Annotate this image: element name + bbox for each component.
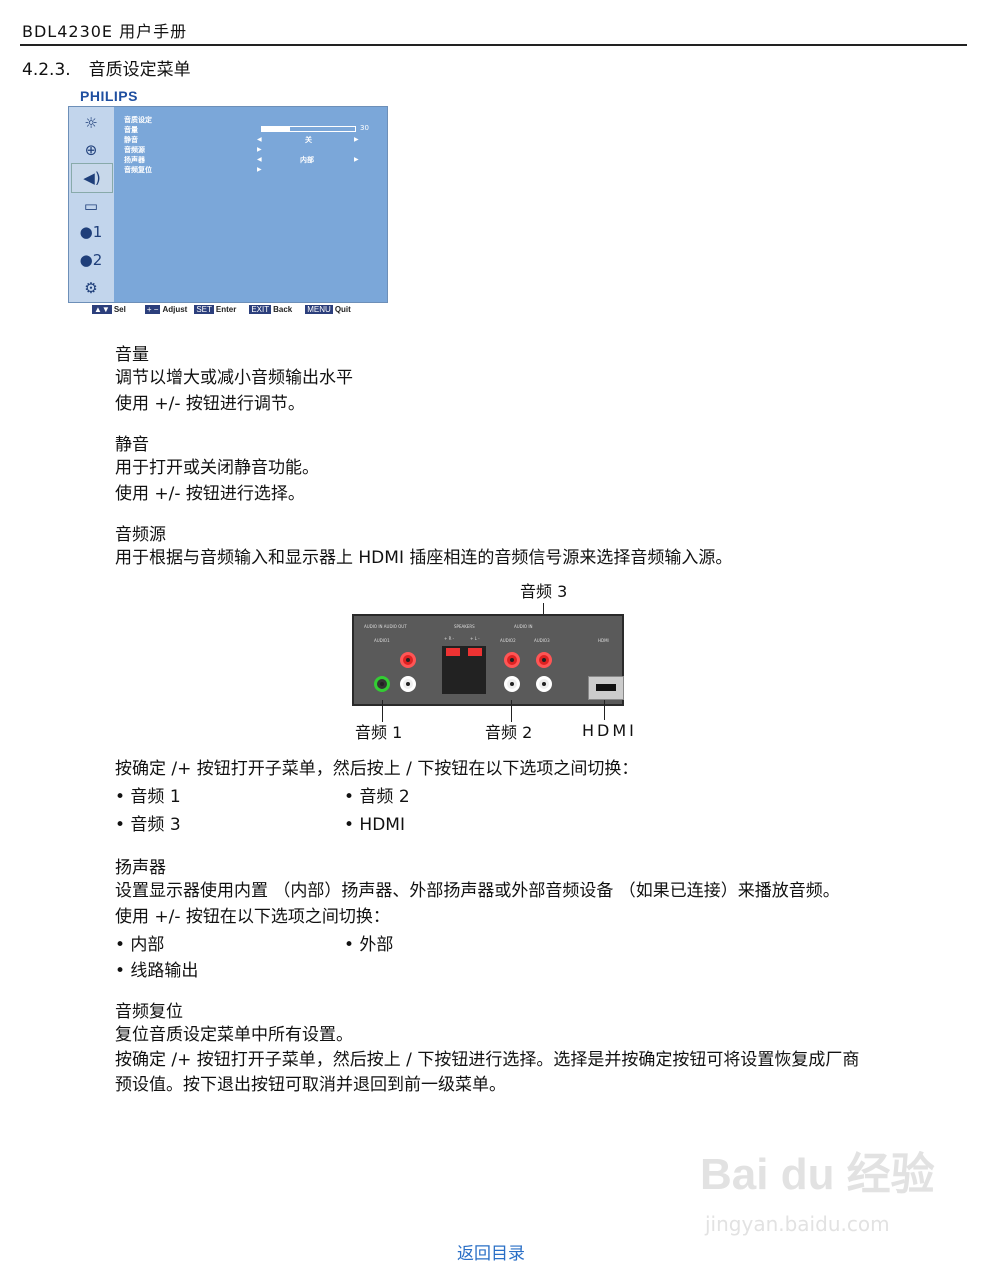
audio1-jack: [374, 676, 390, 692]
callout-line: [382, 700, 383, 722]
audio-out-r-jack: [400, 652, 416, 668]
option-line-out: • 线路输出: [115, 961, 199, 981]
option-external: • 外部: [344, 935, 394, 955]
audio-out-l-jack: [400, 676, 416, 692]
mute-text: 使用 +/- 按钮进行选择。: [115, 484, 305, 504]
baidu-watermark: Bai du 经验: [700, 1150, 935, 1199]
audio2-l-jack: [504, 676, 520, 692]
volume-text: 使用 +/- 按钮进行调节。: [115, 394, 305, 414]
volume-value: 30: [360, 124, 369, 132]
section-name: 音质设定菜单: [88, 60, 191, 80]
osd-item-mute: 静音: [124, 136, 138, 144]
callout-hdmi: HDMI: [582, 721, 637, 740]
osd-item-speaker: 扬声器: [124, 156, 145, 164]
speaker-value: 内部: [300, 156, 314, 164]
osd-sidebar: ☼ ⊕ ◀) ▭ ●1 ●2 ⚙: [69, 107, 114, 302]
osd-menu-screenshot: ☼ ⊕ ◀) ▭ ●1 ●2 ⚙ 音质设定 音量 静音 音频源 扬声器 音频复位…: [68, 106, 388, 303]
audio-reset-text: 复位音质设定菜单中所有设置。: [115, 1025, 353, 1045]
callout-line: [511, 700, 512, 722]
osd-item-audio-source: 音频源: [124, 146, 145, 154]
right-arrow-icon: ▶: [257, 166, 262, 173]
speaker-text: 设置显示器使用内置 （内部）扬声器、外部扬声器或外部音频设备 （如果已连接）来播…: [115, 881, 840, 901]
option-internal: • 内部: [115, 935, 165, 955]
audio3-l-jack: [536, 676, 552, 692]
audio-source-text: 按确定 /+ 按钮打开子菜单，然后按上 / 下按钮在以下选项之间切换：: [115, 759, 639, 779]
picture-icon: ☼: [84, 114, 98, 132]
option-audio1: • 音频 1: [115, 787, 181, 807]
speaker-heading: 扬声器: [115, 858, 166, 878]
legend-sel: ▲▼Sel: [92, 305, 126, 314]
speaker-terminals: [442, 646, 486, 694]
right-arrow-icon: ▶: [354, 136, 359, 143]
header-divider: [20, 44, 967, 46]
section-title: 4.2.3. 音质设定菜单: [22, 60, 209, 80]
speaker-text: 使用 +/- 按钮在以下选项之间切换：: [115, 907, 390, 927]
audio-source-text: 用于根据与音频输入和显示器上 HDMI 插座相连的音频信号源来选择音频输入源。: [115, 548, 733, 568]
legend-adjust: + −Adjust: [144, 305, 188, 314]
user-settings-2-icon: ●2: [79, 251, 103, 269]
settings-icon: ⚙: [84, 279, 98, 297]
audio2-r-jack: [504, 652, 520, 668]
pip-icon: ▭: [83, 197, 99, 215]
audio-reset-text: 预设值。按下退出按钮可取消并退回到前一级菜单。: [115, 1075, 506, 1095]
volume-heading: 音量: [115, 345, 149, 365]
volume-text: 调节以增大或减小音频输出水平: [115, 368, 353, 388]
screen-position-icon: ⊕: [84, 141, 98, 159]
baidu-watermark-url: jingyan.baidu.com: [705, 1212, 890, 1236]
volume-bar: [261, 126, 356, 132]
audio-reset-heading: 音频复位: [115, 1002, 183, 1022]
user-settings-1-icon: ●1: [79, 223, 103, 241]
option-audio3: • 音频 3: [115, 815, 181, 835]
mute-heading: 静音: [115, 435, 149, 455]
left-arrow-icon: ◀: [257, 136, 262, 143]
right-arrow-icon: ▶: [354, 156, 359, 163]
callout-line: [604, 700, 605, 720]
osd-item-volume: 音量: [124, 126, 138, 134]
mute-text: 用于打开或关闭静音功能。: [115, 458, 319, 478]
section-number: 4.2.3.: [22, 60, 71, 80]
callout-audio2: 音频 2: [485, 723, 533, 742]
back-to-toc-link[interactable]: 返回目录: [457, 1244, 525, 1264]
osd-item-audio-reset: 音频复位: [124, 166, 152, 174]
osd-menu-title: 音质设定: [124, 116, 152, 124]
audio3-r-jack: [536, 652, 552, 668]
philips-logo: PHILIPS: [80, 88, 138, 104]
audio-source-heading: 音频源: [115, 525, 166, 545]
mute-value: 关: [305, 136, 312, 144]
hdmi-port: [588, 676, 624, 700]
callout-audio1: 音频 1: [355, 723, 403, 742]
volume-bar-fill: [262, 127, 290, 131]
audio-reset-text: 按确定 /+ 按钮打开子菜单，然后按上 / 下按钮进行选择。选择是并按确定按钮可…: [115, 1050, 860, 1070]
connector-panel-image: AUDIO IN AUDIO OUT AUDIO1 SPEAKERS + R -…: [352, 614, 624, 706]
option-audio2: • 音频 2: [344, 787, 410, 807]
page-header: BDL4230E 用户手册: [22, 22, 188, 41]
option-hdmi: • HDMI: [344, 815, 405, 835]
callout-audio3: 音频 3: [520, 582, 568, 601]
audio-icon: ◀): [71, 163, 113, 193]
left-arrow-icon: ◀: [257, 156, 262, 163]
right-arrow-icon: ▶: [257, 146, 262, 153]
